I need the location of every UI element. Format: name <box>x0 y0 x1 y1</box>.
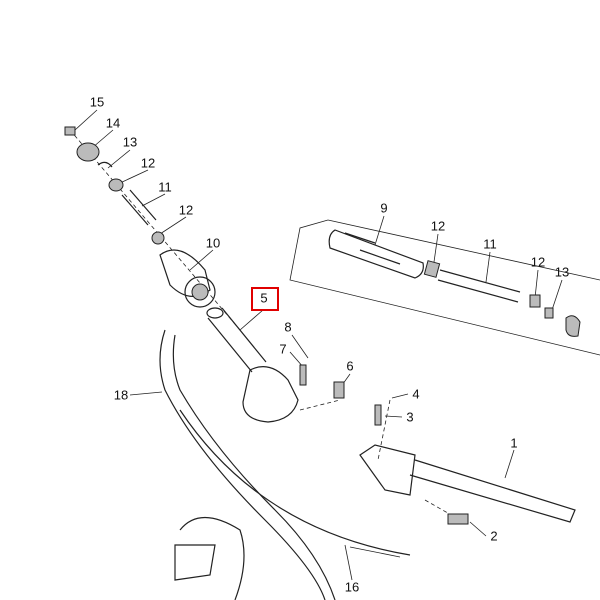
left-parts <box>64 126 216 308</box>
callout-2[interactable]: 2 <box>490 528 498 544</box>
callout-11[interactable]: 11 <box>158 179 172 195</box>
callout-18[interactable]: 18 <box>113 387 129 403</box>
leader-lines <box>74 109 563 581</box>
right-parts <box>299 229 581 525</box>
callout-13[interactable]: 13 <box>554 264 570 280</box>
callout-7[interactable]: 7 <box>279 341 287 357</box>
cables <box>159 329 411 600</box>
callout-10[interactable]: 10 <box>205 235 221 251</box>
callout-8[interactable]: 8 <box>284 319 292 335</box>
callout-12[interactable]: 12 <box>140 155 156 171</box>
callout-6[interactable]: 6 <box>346 358 354 374</box>
callout-1[interactable]: 1 <box>510 435 518 451</box>
highlight-box <box>251 287 279 311</box>
callout-15[interactable]: 15 <box>89 94 105 110</box>
callout-16[interactable]: 16 <box>344 579 360 595</box>
callout-12[interactable]: 12 <box>530 254 546 270</box>
callout-9[interactable]: 9 <box>380 200 388 216</box>
callout-12[interactable]: 12 <box>430 218 446 234</box>
callout-12[interactable]: 12 <box>178 202 194 218</box>
handlebar-part-5 <box>206 307 299 423</box>
callout-14[interactable]: 14 <box>105 115 121 131</box>
callout-4[interactable]: 4 <box>412 386 420 402</box>
callout-11[interactable]: 11 <box>483 236 497 252</box>
callout-5-highlighted[interactable]: 5 <box>260 290 268 306</box>
callout-13[interactable]: 13 <box>122 134 138 150</box>
callout-3[interactable]: 3 <box>406 409 414 425</box>
